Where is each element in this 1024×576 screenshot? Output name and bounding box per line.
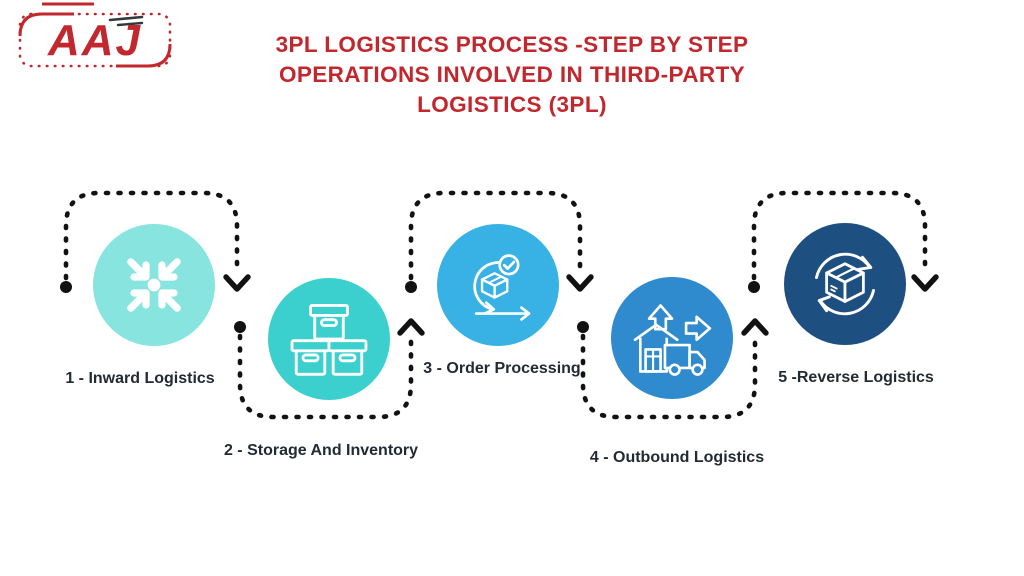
step-label-reverse-logistics: 5 -Reverse Logistics bbox=[778, 369, 934, 386]
step-circle-outbound-logistics bbox=[611, 277, 733, 399]
step-circle-storage-inventory bbox=[268, 278, 390, 400]
warehouse-truck-icon bbox=[633, 304, 712, 376]
step-label-storage-inventory: 2 - Storage And Inventory bbox=[223, 442, 419, 459]
page-title: 3PL LOGISTICS PROCESS -STEP BY STEP OPER… bbox=[222, 30, 802, 120]
title-line-1: 3PL LOGISTICS PROCESS -STEP BY STEP bbox=[275, 32, 749, 57]
step-circle-inward-logistics bbox=[93, 224, 215, 346]
step-circle-reverse-logistics bbox=[784, 223, 906, 345]
logo-dotted-border bbox=[18, 12, 172, 68]
aaj-logo: AAJ bbox=[18, 2, 172, 68]
order-cycle-check-icon bbox=[473, 254, 531, 321]
logo-speed-lines bbox=[108, 15, 144, 27]
title-line-3: LOGISTICS (3PL) bbox=[417, 92, 607, 117]
storage-boxes-icon bbox=[290, 303, 368, 376]
step-circle-order-processing bbox=[437, 224, 559, 346]
inward-arrows-icon bbox=[127, 258, 181, 312]
reverse-cycle-box-icon bbox=[815, 252, 875, 316]
step-label-inward-logistics: 1 - Inward Logistics bbox=[65, 370, 215, 387]
title-line-2: OPERATIONS INVOLVED IN THIRD-PARTY bbox=[278, 62, 746, 87]
logo-text: AAJ bbox=[47, 16, 142, 65]
step-label-outbound-logistics: 4 - Outbound Logistics bbox=[589, 449, 765, 466]
step-label-order-processing: 3 - Order Processing bbox=[423, 360, 581, 377]
